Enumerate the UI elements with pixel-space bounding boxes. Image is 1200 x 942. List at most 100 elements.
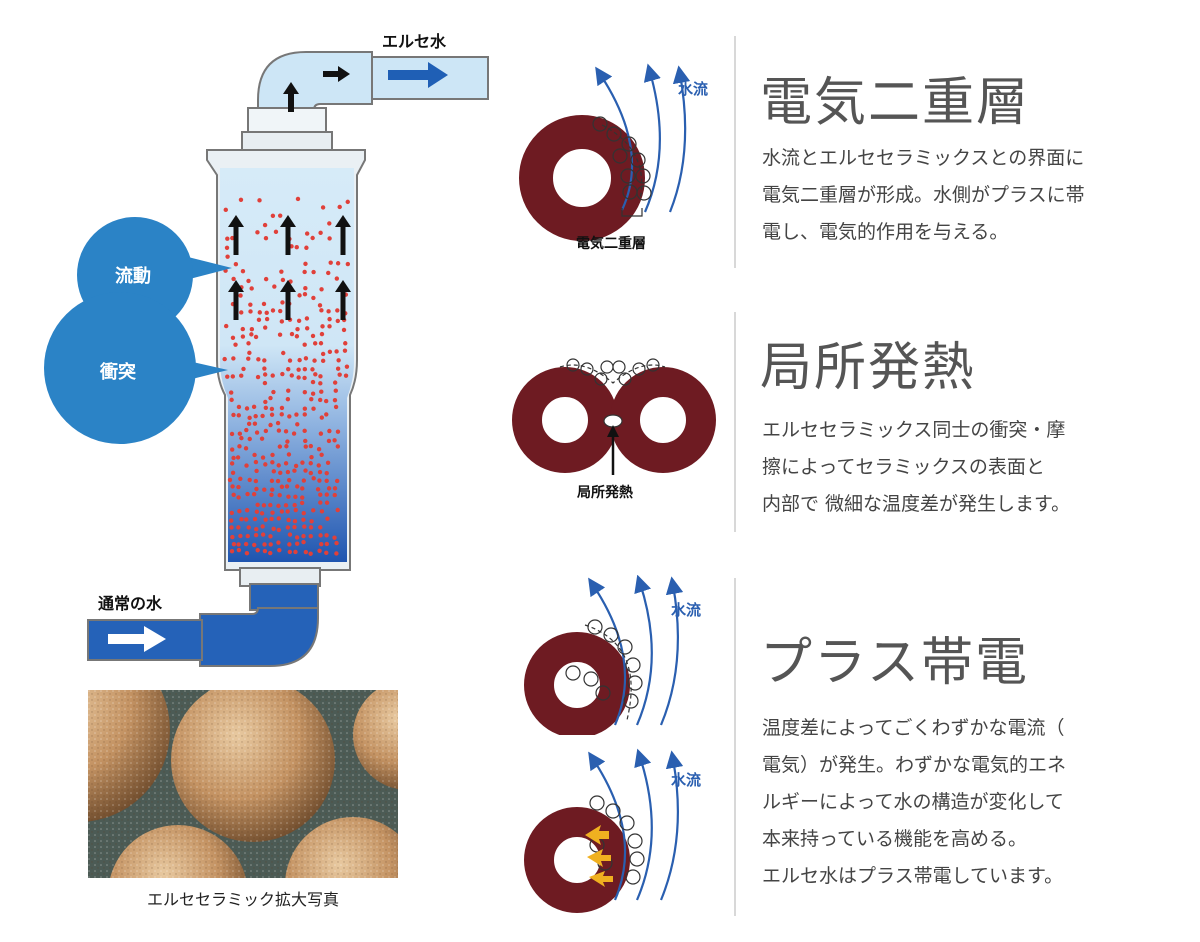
ceramic-particle — [345, 199, 350, 205]
ceramic-particle — [285, 396, 291, 402]
ceramic-particle — [294, 541, 300, 546]
desc-line: 水流とエルセセラミックスとの界面に — [762, 147, 1085, 169]
ceramic-particle — [279, 269, 284, 274]
ceramic-particle — [324, 533, 329, 538]
ceramic-particle — [225, 374, 230, 379]
desc-line: エルセセラミックス同士の衝突・摩 — [762, 419, 1066, 441]
ceramic-particle — [332, 535, 337, 540]
ceramic-particle — [249, 326, 255, 332]
ceramic-particle — [313, 372, 318, 377]
diagram-label: 局所発熱 — [577, 484, 633, 501]
upflow-arrows — [228, 215, 351, 320]
ceramic-particle — [327, 428, 332, 434]
ceramic-particle — [257, 198, 262, 203]
ceramic-particle — [246, 341, 251, 346]
ceramic-particle — [292, 519, 298, 524]
ceramic-particle — [343, 373, 349, 378]
ceramic-particle — [303, 438, 308, 444]
ceramic-particle — [304, 245, 309, 250]
ceramic-particle — [277, 213, 283, 218]
ceramic-particle — [263, 236, 269, 241]
ceramic-particle — [302, 389, 308, 395]
ceramic-particle — [302, 375, 307, 381]
ceramic-particle — [229, 431, 235, 437]
ceramic-particle — [253, 334, 259, 340]
ceramic-particle — [268, 534, 273, 539]
ceramic-particle — [253, 413, 258, 419]
ceramic-particle — [260, 532, 266, 537]
ceramic-particle — [270, 460, 275, 465]
ceramic-particle — [296, 367, 301, 372]
ceramic-particle — [326, 270, 331, 276]
callout-bubbles — [44, 217, 232, 444]
filter-diagram — [44, 51, 489, 667]
ceramic-particle — [323, 398, 329, 404]
ceramic-particle — [318, 492, 323, 497]
ceramic-particle — [257, 310, 262, 315]
ceramic-particle — [229, 510, 234, 516]
outlet-pipe — [241, 51, 489, 153]
ceramic-particle — [269, 412, 275, 417]
ceramic-particle — [268, 542, 273, 547]
double-layer-diagram: 水流 電気二重層 — [519, 63, 708, 252]
ceramic-particle — [239, 373, 244, 378]
ceramic-particle — [286, 477, 292, 483]
ceramic-particle — [246, 356, 251, 361]
ceramic-particle — [270, 213, 276, 219]
ceramic-particle — [310, 391, 316, 396]
flow-label: 水流 — [678, 80, 708, 98]
ceramic-particle — [229, 525, 234, 530]
ceramic-particle — [286, 452, 292, 457]
ceramic-particle — [270, 308, 276, 313]
ceramic-particle — [311, 406, 316, 411]
ceramic-particle — [334, 540, 339, 546]
ceramic-particle — [319, 308, 324, 313]
ceramic-particle — [319, 452, 324, 457]
ceramic-particle — [262, 487, 267, 492]
ceramic-particle — [255, 502, 260, 507]
ceramic-particle — [254, 486, 259, 492]
ceramic-particle — [229, 518, 234, 523]
ceramic-particle — [248, 302, 253, 307]
ceramic-particle — [270, 452, 275, 458]
ceramic-particle — [328, 260, 333, 265]
ceramic-particle — [317, 469, 323, 475]
ceramic-particle — [230, 374, 236, 379]
ceramic-particle — [304, 316, 310, 321]
ceramic-particle — [244, 406, 250, 411]
bubble-label-collision: 衝突 — [100, 362, 136, 383]
ceramic-particle — [231, 492, 236, 497]
ceramic-particle — [302, 524, 307, 529]
section-desc-plus-charge: 温度差によってごくわずかな電流（ 電気）が発生。わずかな電気的エネ ルギーによっ… — [762, 710, 1162, 895]
ceramic-particle — [269, 406, 275, 412]
ceramic-particle — [259, 436, 265, 441]
ceramic-particle — [303, 468, 308, 473]
ceramic-particle — [224, 245, 230, 251]
ceramic-particle — [343, 341, 348, 346]
ceramic-particle — [316, 447, 322, 452]
ceramic-particle — [231, 541, 237, 547]
local-heat-diagram: 局所発熱 — [512, 358, 716, 501]
ceramic-particle — [324, 470, 329, 476]
ceramic-particle — [262, 366, 267, 371]
ceramic-particle — [295, 196, 301, 202]
ceramic-particle — [237, 509, 242, 514]
ceramic-particle — [311, 508, 316, 513]
ceramic-particle — [269, 492, 274, 498]
ceramic-particle — [277, 332, 283, 337]
ceramic-particle — [303, 286, 308, 291]
section-title-double-layer: 電気二重層 — [760, 73, 1031, 133]
ceramic-particle — [332, 492, 337, 498]
ceramic-particle — [287, 549, 293, 555]
ceramic-particle — [229, 397, 234, 403]
ceramic-particle — [279, 484, 285, 489]
ceramic-particle — [310, 333, 316, 339]
ceramic-particle — [233, 342, 238, 347]
ceramic-particle — [318, 230, 323, 236]
ceramic-particle — [245, 491, 250, 497]
ceramic-particle — [295, 422, 300, 427]
ceramic-particle — [270, 373, 275, 378]
ceramic-particle — [293, 507, 298, 513]
ceramic-particle — [245, 533, 250, 539]
ceramic-particle — [243, 446, 249, 451]
